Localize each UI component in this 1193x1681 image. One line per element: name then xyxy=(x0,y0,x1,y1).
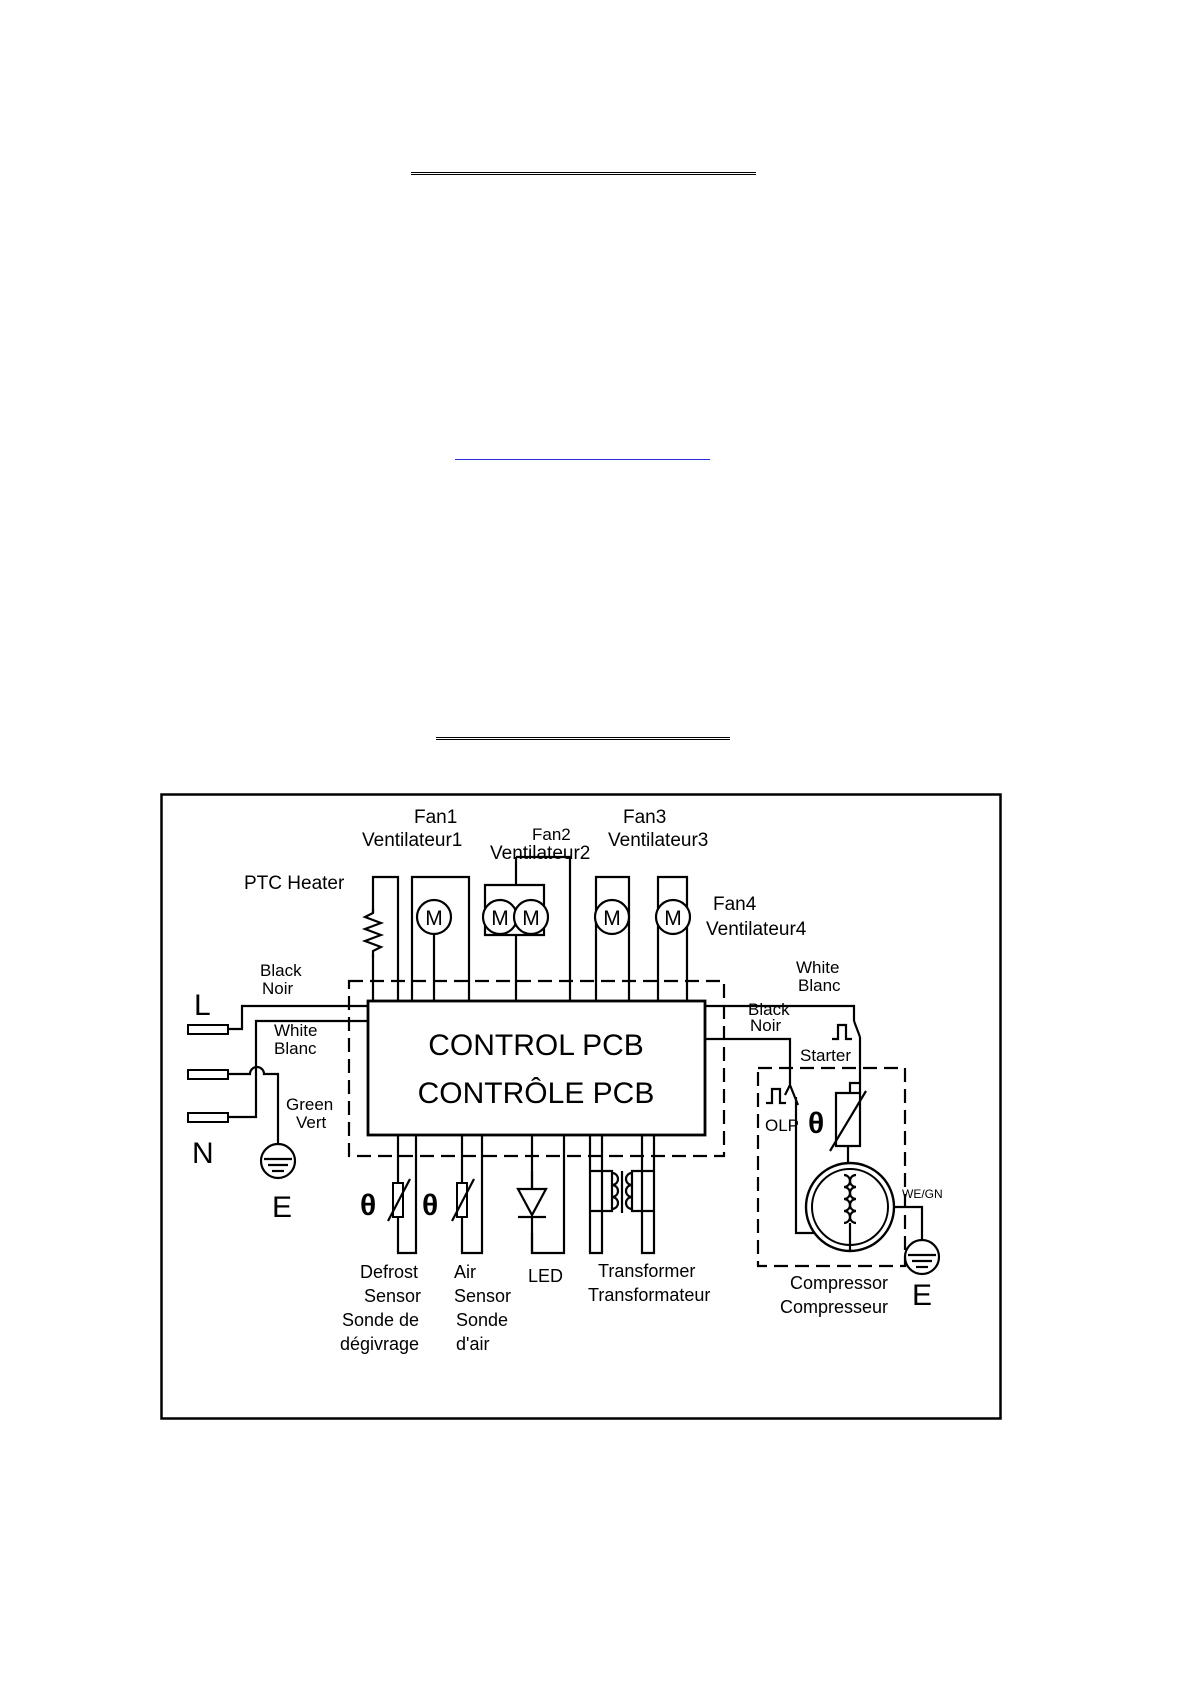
transformer-label-2: Transformateur xyxy=(588,1285,710,1305)
wiring-diagram: CONTROL PCB CONTRÔLE PCB PTC Heater M Fa… xyxy=(160,793,1002,1420)
white-wire-label: White xyxy=(274,1021,317,1040)
wire-black-right xyxy=(705,1037,792,1096)
line-plug xyxy=(187,1004,368,1035)
defrost-sensor-label-4: dégivrage xyxy=(340,1334,419,1354)
led-diode xyxy=(516,1135,566,1255)
pcb-label-fr: CONTRÔLE PCB xyxy=(418,1076,655,1110)
fan4-motor: M xyxy=(654,875,692,1001)
title-underline-wiring xyxy=(436,737,730,740)
starter-thermistor: θ xyxy=(808,1081,867,1175)
fan2-motors: M M xyxy=(481,855,572,1001)
noir-wire-label: Noir xyxy=(262,979,294,998)
svg-text:M: M xyxy=(603,907,621,930)
we-gn-label: WE/GN xyxy=(902,1187,943,1201)
ventilateur3-label: Ventilateur3 xyxy=(608,830,708,851)
ptc-heater xyxy=(361,875,400,1001)
black-right-label: Black xyxy=(748,1000,790,1019)
air-sensor: θ xyxy=(422,1135,484,1255)
svg-text:M: M xyxy=(491,907,509,930)
compressor-dashed-enclosure xyxy=(756,1066,907,1268)
svg-text:θ: θ xyxy=(422,1189,438,1222)
blanc-wire-label: Blanc xyxy=(274,1039,317,1058)
pcb-label-en: CONTROL PCB xyxy=(428,1029,644,1062)
air-sensor-label-3: Sonde xyxy=(456,1310,508,1330)
ptc-heater-label: PTC Heater xyxy=(244,873,345,894)
olp-label: OLP xyxy=(765,1116,799,1135)
fan3-motor: M xyxy=(593,875,631,1001)
svg-text:M: M xyxy=(425,907,443,930)
ventilateur4-label: Ventilateur4 xyxy=(706,919,807,940)
noir-right-label: Noir xyxy=(750,1016,782,1035)
svg-text:M: M xyxy=(664,907,682,930)
blanc-right-label: Blanc xyxy=(798,976,841,995)
starter-label: Starter xyxy=(800,1046,851,1065)
compressor-label-1: Compressor xyxy=(790,1273,888,1293)
air-sensor-label-1: Air xyxy=(454,1262,476,1282)
svg-text:M: M xyxy=(522,907,540,930)
line-terminal-label: L xyxy=(194,989,211,1022)
air-sensor-label-4: d'air xyxy=(456,1334,489,1354)
svg-text:θ: θ xyxy=(360,1189,376,1222)
starter-switch xyxy=(832,1020,862,1083)
defrost-sensor-label-1: Defrost xyxy=(360,1262,418,1282)
defrost-sensor-label-3: Sonde de xyxy=(342,1310,419,1330)
fan1-motor: M xyxy=(410,875,471,1001)
earth-left-symbol xyxy=(259,1142,297,1180)
transformer xyxy=(588,1135,656,1255)
compressor-label-2: Compresseur xyxy=(780,1297,888,1317)
earth-right-label: E xyxy=(912,1279,932,1312)
vert-wire-label: Vert xyxy=(296,1113,327,1132)
svg-text:θ: θ xyxy=(808,1107,824,1140)
neutral-terminal-label: N xyxy=(192,1137,214,1170)
link-underline[interactable] xyxy=(455,459,710,460)
earth-left-label: E xyxy=(272,1191,292,1224)
transformer-label-1: Transformer xyxy=(598,1261,695,1281)
compressor-motor xyxy=(804,1161,924,1253)
black-wire-label: Black xyxy=(260,961,302,980)
green-wire-label: Green xyxy=(286,1095,333,1114)
wire-white-right xyxy=(705,1004,856,1021)
pcb-dashed-enclosure xyxy=(347,979,726,1158)
ventilateur1-label: Ventilateur1 xyxy=(362,830,462,851)
control-pcb-box xyxy=(366,999,707,1137)
fan3-label: Fan3 xyxy=(623,807,666,828)
defrost-sensor: θ xyxy=(360,1135,418,1255)
title-underline-top xyxy=(411,172,756,175)
defrost-sensor-label-2: Sensor xyxy=(364,1286,421,1306)
neutral-plug xyxy=(187,1019,368,1161)
fan2-label: Fan2 xyxy=(532,825,571,844)
fan4-label: Fan4 xyxy=(713,894,757,915)
air-sensor-label-2: Sensor xyxy=(454,1286,511,1306)
ventilateur2-label: Ventilateur2 xyxy=(490,843,590,864)
earth-right-symbol xyxy=(903,1238,941,1276)
white-right-label: White xyxy=(796,958,839,977)
fan1-label: Fan1 xyxy=(414,807,457,828)
led-label: LED xyxy=(528,1266,563,1286)
